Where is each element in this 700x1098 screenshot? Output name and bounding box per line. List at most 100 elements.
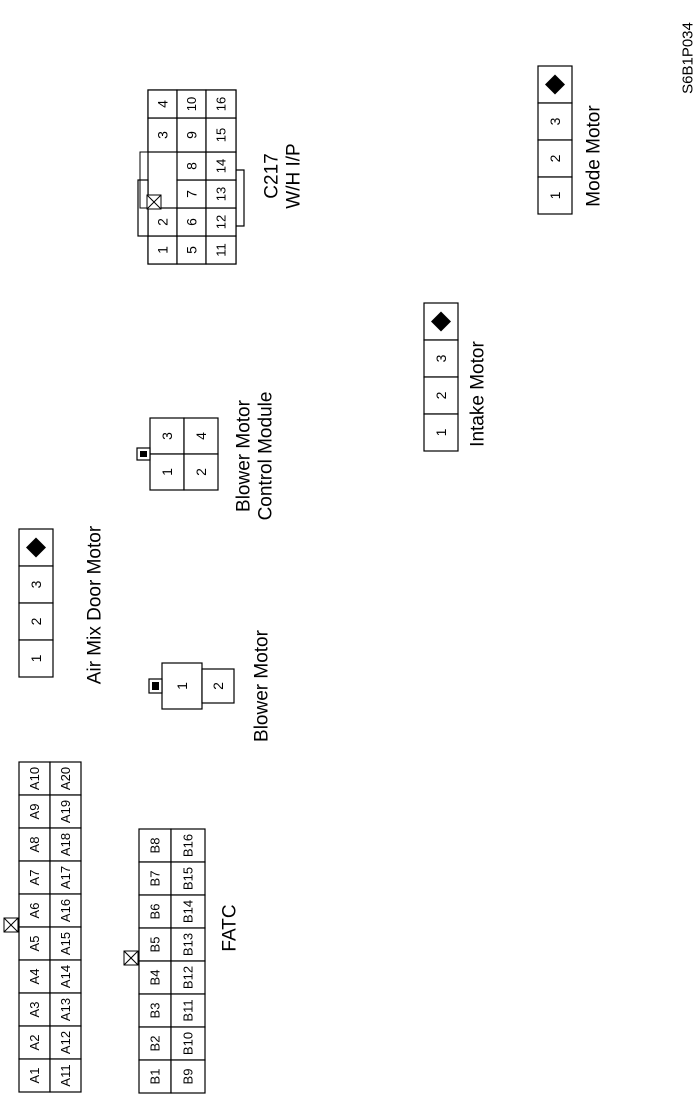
pin-label: A17 [58, 866, 73, 889]
side-tab [236, 169, 245, 227]
pin-cell [49, 1025, 82, 1060]
pin-label: 3 [28, 580, 44, 588]
pin-label: B6 [148, 904, 163, 920]
pin-label: A6 [27, 903, 42, 919]
pin-label: 1 [547, 191, 563, 199]
pin-label: A7 [27, 870, 42, 886]
pin-label: B13 [181, 933, 196, 956]
pin-label: B9 [181, 1069, 196, 1085]
pin-cell [49, 827, 82, 862]
pin-label: B4 [148, 970, 163, 986]
key-cell [537, 176, 573, 215]
pin-label: 2 [155, 218, 171, 226]
air-mix-label: Air Mix Door Motor [85, 525, 106, 684]
pin-label: B14 [181, 900, 196, 923]
blower-control-label-line2: Control Module [256, 392, 277, 521]
pin-label: A16 [58, 899, 73, 922]
pin-label: A4 [27, 969, 42, 985]
pin-label: 2 [193, 468, 209, 476]
pin-cell [138, 1059, 172, 1094]
pin-cell [49, 893, 82, 928]
pin-label: A11 [58, 1064, 73, 1086]
pin-label: B8 [148, 838, 163, 854]
pin-cell [183, 417, 219, 455]
pin-cell [161, 662, 203, 710]
pin-label: 3 [433, 354, 449, 362]
pin-cell [170, 993, 206, 1028]
keying-diamond-icon [431, 311, 451, 332]
pin-label: A8 [27, 837, 42, 853]
pin-label: 5 [184, 246, 200, 254]
pin-label: 8 [184, 162, 200, 170]
pin-label: 15 [214, 128, 229, 142]
pin-cell [138, 861, 172, 896]
pin-label: 11 [214, 243, 229, 257]
pin-cell [138, 894, 172, 929]
pin-label: B12 [181, 966, 196, 989]
pin-cell [49, 992, 82, 1027]
pin-label: 1 [28, 654, 44, 662]
pin-label: 3 [547, 117, 563, 125]
pin-label: 1 [433, 428, 449, 436]
figure-code: S6B1P034 [680, 22, 697, 94]
pin-label: 4 [155, 100, 171, 108]
pin-cell [537, 139, 573, 178]
pin-label: 2 [210, 682, 226, 690]
pin-cell [138, 960, 172, 995]
pin-cell [423, 339, 459, 378]
keying-diamond-icon [545, 74, 565, 95]
pin-label: 2 [547, 154, 563, 162]
pin-label: B2 [148, 1036, 163, 1052]
keying-diamond-icon [26, 537, 46, 558]
pin-cell [18, 893, 51, 928]
pin-cell [201, 668, 235, 704]
pin-label: 1 [159, 468, 175, 476]
pin-cell [18, 565, 54, 604]
pin-label: 7 [184, 190, 200, 198]
pin-label: B3 [148, 1003, 163, 1019]
key-cell [18, 639, 54, 678]
latch-x-icon [146, 194, 162, 210]
pin-label: B7 [148, 871, 163, 887]
pin-cell [205, 179, 237, 209]
pin-cell [18, 602, 54, 641]
pin-cell [18, 794, 51, 829]
pin-label: A12 [58, 1031, 73, 1054]
blower-control-label-line1: Blower Motor [234, 399, 255, 512]
fatc-label: FATC [220, 904, 241, 951]
pin-label: 16 [214, 97, 229, 111]
pin-cell [18, 860, 51, 895]
pin-cell [49, 926, 82, 961]
pin-label: A18 [58, 833, 73, 856]
c217-label-line1: C217 [262, 153, 283, 198]
pin-label: B1 [148, 1069, 163, 1085]
pin-cell [170, 828, 206, 863]
pin-cell [183, 453, 219, 491]
pin-label: A14 [58, 965, 73, 988]
pin-cell [170, 861, 206, 896]
pin-cell [49, 794, 82, 829]
pin-cell [49, 761, 82, 796]
pin-label: 2 [433, 391, 449, 399]
pin-cell [205, 117, 237, 153]
pin-label: 12 [214, 215, 229, 229]
a-latch-x-icon [3, 917, 19, 933]
pin-label: 1 [174, 682, 190, 690]
pin-label: B11 [181, 999, 196, 1021]
pin-label: 1 [155, 246, 171, 254]
blower-motor-connector: 1 2 Blower Motor [148, 629, 273, 742]
pin-cell [18, 992, 51, 1027]
pin-label: A13 [58, 998, 73, 1021]
key-cell [423, 413, 459, 452]
pin-label: B10 [181, 1032, 196, 1055]
pin-label: A15 [58, 932, 73, 955]
pin-label: B16 [181, 834, 196, 857]
blower-motor-label: Blower Motor [252, 629, 273, 742]
pin-cell [205, 207, 237, 237]
pin-cell [170, 894, 206, 929]
pin-label: A5 [27, 936, 42, 952]
